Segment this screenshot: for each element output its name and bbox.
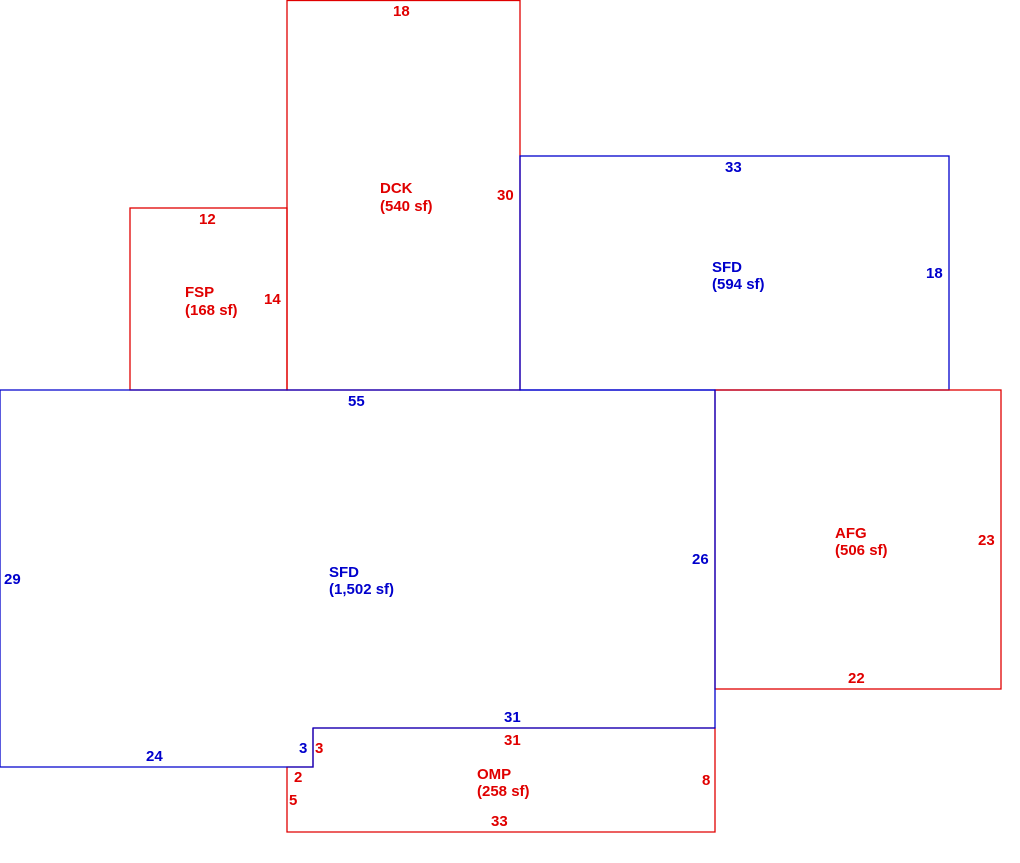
dim-sfd-main-bottom-right: 31 [504, 709, 521, 726]
dim-afg-bottom: 22 [848, 670, 865, 687]
dim-sfd-main-left: 29 [4, 571, 21, 588]
sfd-upper-area-label: (594 sf) [712, 276, 765, 293]
afg-area-label: (506 sf) [835, 542, 888, 559]
dck-area-label: (540 sf) [380, 198, 433, 215]
omp-area-label: (258 sf) [477, 783, 530, 800]
dim-sfd-main-bottom-left: 24 [146, 748, 163, 765]
fsp-area-label: (168 sf) [185, 302, 238, 319]
dim-omp-right: 8 [702, 772, 710, 789]
afg-code-label: AFG [835, 525, 867, 542]
dim-sfd-upper-right: 18 [926, 265, 943, 282]
sfd-upper-code-label: SFD [712, 259, 742, 276]
dim-sfd-main-top: 55 [348, 393, 365, 410]
omp-code-label: OMP [477, 766, 511, 783]
dim-omp-notch: 3 [315, 740, 323, 757]
dim-omp-bottom: 33 [491, 813, 508, 830]
dim-afg-right: 23 [978, 532, 995, 549]
dim-omp-top: 31 [504, 732, 521, 749]
sfd-main-code-label: SFD [329, 564, 359, 581]
dim-dck-top: 18 [393, 3, 410, 20]
dim-omp-left: 5 [289, 792, 297, 809]
dim-omp-step: 2 [294, 769, 302, 786]
fsp-code-label: FSP [185, 284, 214, 301]
dim-sfd-main-right: 26 [692, 551, 709, 568]
dim-dck-right: 30 [497, 187, 514, 204]
dim-sfd-upper-top: 33 [725, 159, 742, 176]
dim-sfd-main-notch: 3 [299, 740, 307, 757]
sfd-main-outline [0, 389, 716, 768]
dim-fsp-top: 12 [199, 211, 216, 228]
dck-code-label: DCK [380, 180, 413, 197]
sfd-main-area-label: (1,502 sf) [329, 581, 394, 598]
dim-fsp-right: 14 [264, 291, 281, 308]
